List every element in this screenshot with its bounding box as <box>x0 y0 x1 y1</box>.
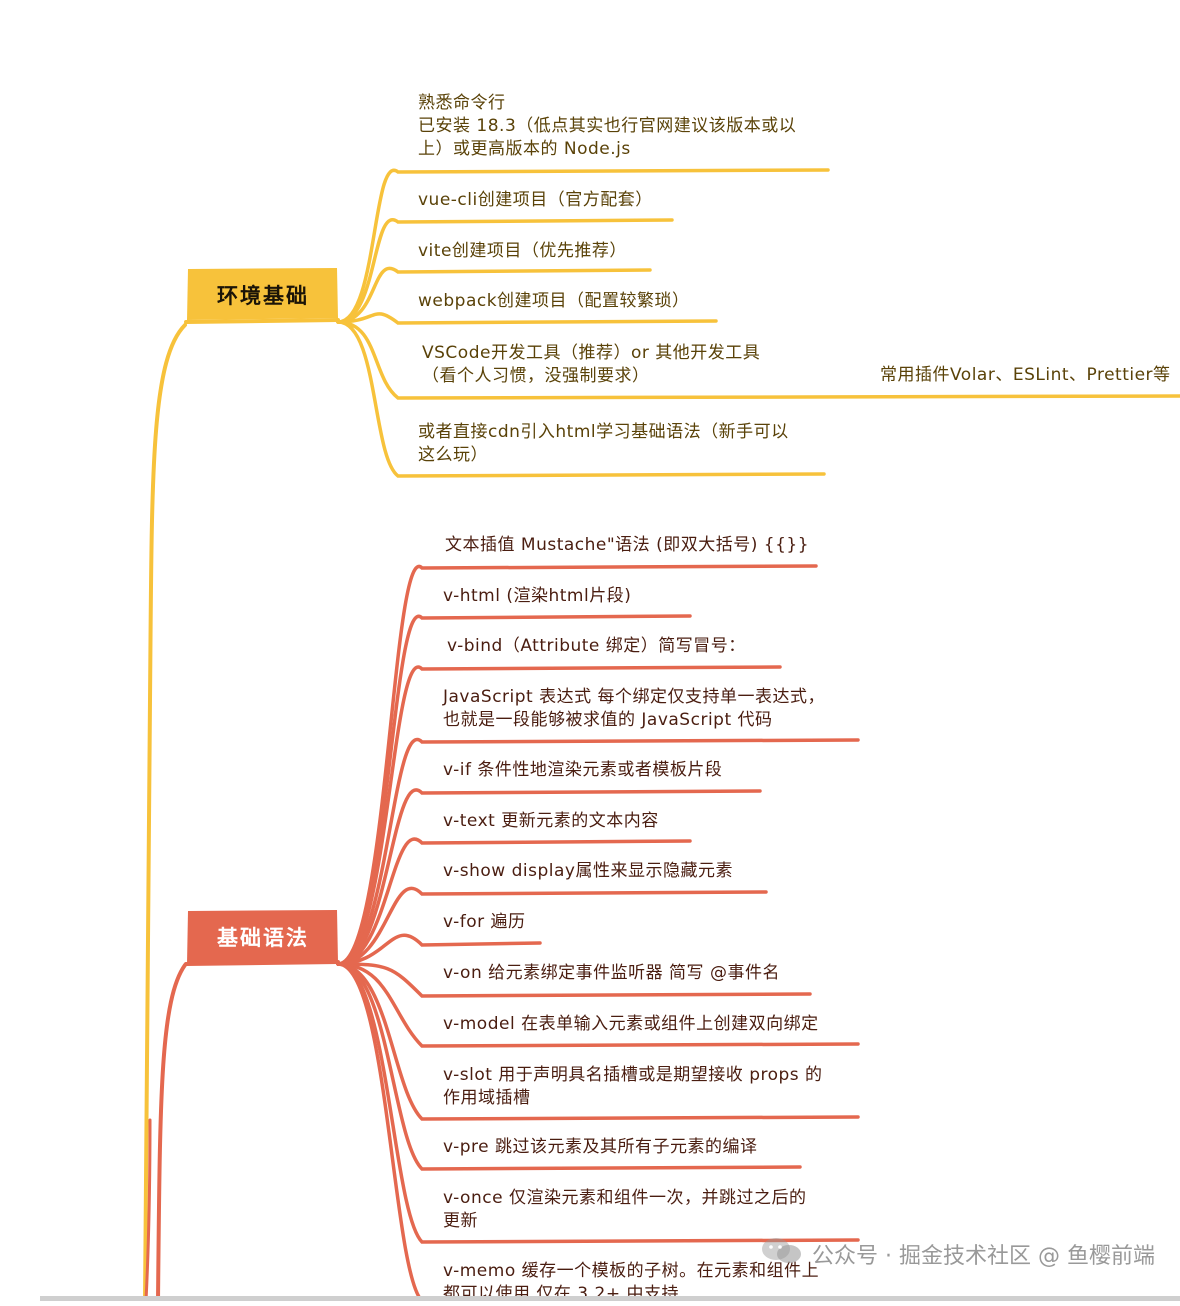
syntax-connector <box>336 962 860 1121</box>
branch-label-env[interactable]: 环境基础 <box>217 284 309 308</box>
syntax-connector <box>336 962 812 998</box>
syntax-item[interactable]: v-if 条件性地渲染元素或者模板片段 <box>443 760 723 780</box>
watermark: 公众号 · 掘金技术社区 @ 鱼樱前端 <box>812 1244 1155 1269</box>
branch-underline-syntax <box>184 960 340 966</box>
syntax-item[interactable]: JavaScript 表达式 每个绑定仅支持单一表达式， 也就是一段能够被求值的… <box>443 687 826 730</box>
env-connector <box>336 312 718 325</box>
env-sub-item-plugins[interactable]: 常用插件Volar、ESLint、Prettier等 <box>880 365 1171 385</box>
trunk-syntax-lower <box>144 1118 152 1301</box>
syntax-item[interactable]: v-slot 用于声明具名插槽或是期望接收 props 的 作用域插槽 <box>443 1065 823 1108</box>
syntax-connector <box>336 886 768 966</box>
env-item[interactable]: vite创建项目（优先推荐） <box>418 241 627 261</box>
env-connector <box>336 218 674 324</box>
syntax-connector <box>336 933 542 966</box>
branch-box-syntax <box>187 910 338 964</box>
env-connector <box>336 320 826 478</box>
syntax-item[interactable]: v-on 给元素绑定事件监听器 简写 @事件名 <box>443 963 780 983</box>
env-item[interactable]: 熟悉命令行 已安装 18.3（低点其实也行官网建议该版本或以 上）或更高版本的 … <box>418 93 797 159</box>
syntax-connector <box>336 962 802 1171</box>
env-item[interactable]: webpack创建项目（配置较繁琐） <box>418 291 690 311</box>
syntax-connector <box>336 962 860 1048</box>
env-connector <box>336 168 830 324</box>
syntax-item[interactable]: v-text 更新元素的文本内容 <box>443 811 659 831</box>
syntax-item[interactable]: v-model 在表单输入元素或组件上创建双向绑定 <box>443 1014 819 1034</box>
syntax-connector <box>336 788 762 966</box>
branch-box-env <box>187 268 338 320</box>
syntax-item[interactable]: v-show display属性来显示隐藏元素 <box>443 861 733 881</box>
branch-underline-env <box>184 318 340 324</box>
env-item[interactable]: vue-cli创建项目（官方配套） <box>418 190 653 210</box>
env-connector <box>336 320 1180 400</box>
branch-label-syntax[interactable]: 基础语法 <box>217 926 309 950</box>
syntax-item[interactable]: v-once 仅渲染元素和组件一次，并跳过之后的 更新 <box>443 1188 807 1231</box>
trunk-syntax <box>156 963 187 1301</box>
syntax-connector <box>336 665 782 966</box>
syntax-connector <box>336 962 860 1301</box>
horizontal-scrollbar[interactable] <box>40 1296 1180 1301</box>
trunk-env <box>143 323 187 1301</box>
syntax-connector <box>336 737 860 966</box>
env-item[interactable]: VSCode开发工具（推荐）or 其他开发工具 （看个人习惯，没强制要求） <box>422 343 761 386</box>
syntax-item[interactable]: v-for 遍历 <box>443 912 526 932</box>
env-connector <box>336 267 652 324</box>
env-item[interactable]: 或者直接cdn引入html学习基础语法（新手可以 这么玩） <box>418 422 789 465</box>
wechat-icon <box>762 1238 801 1263</box>
syntax-item[interactable]: 文本插值 Mustache"语法 (即双大括号) {{}} <box>445 535 810 555</box>
syntax-connector <box>336 837 692 966</box>
syntax-item[interactable]: v-html (渲染html片段) <box>443 586 632 606</box>
syntax-item[interactable]: v-bind（Attribute 绑定）简写冒号： <box>447 636 746 656</box>
syntax-item[interactable]: v-pre 跳过该元素及其所有子元素的编译 <box>443 1137 758 1157</box>
